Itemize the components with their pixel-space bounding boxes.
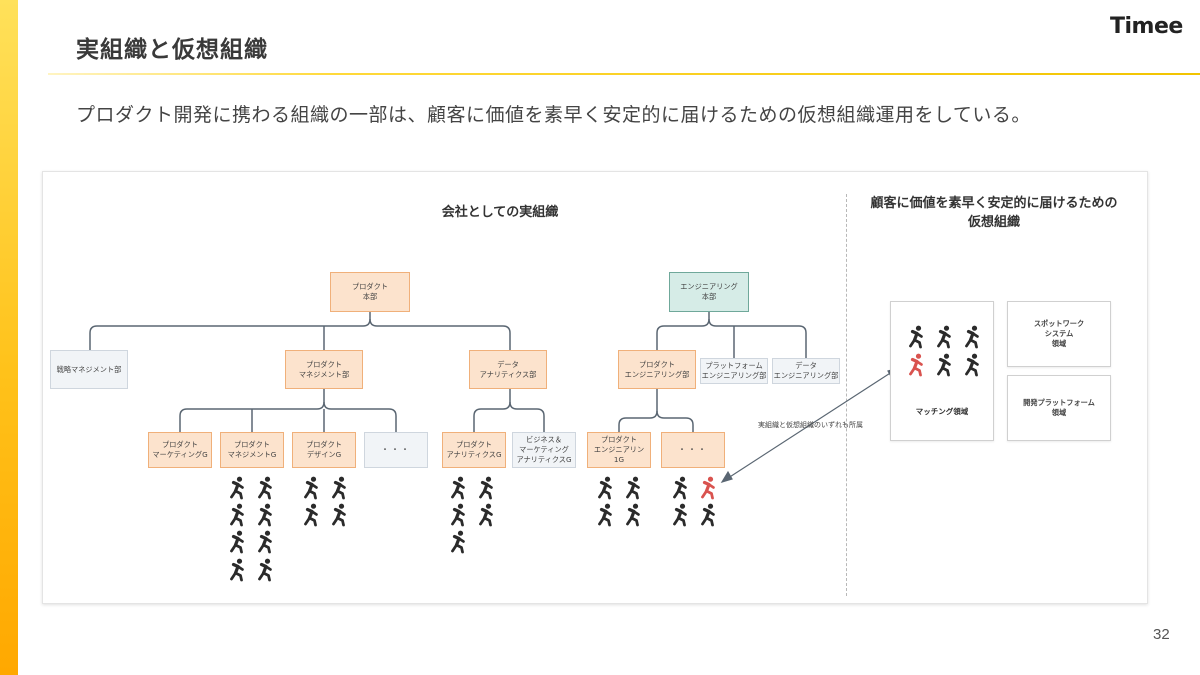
node-label: ・・・ — [678, 445, 708, 454]
person-icon — [227, 476, 247, 500]
node-ellipsis-1: ・・・ — [364, 432, 428, 468]
node-product-eng-1g: プロダクト エンジニアリン 1G — [587, 432, 651, 468]
node-label: アナリティクスG — [516, 455, 572, 464]
node-label: マネジメントG — [227, 450, 277, 459]
node-biz-marketing-analytics-g: ビジネス＆ マーケティング アナリティクスG — [512, 432, 576, 468]
node-label: ・・・ — [381, 445, 411, 454]
node-label: マーケティングG — [152, 450, 208, 459]
person-icon — [255, 558, 275, 582]
person-icon — [329, 476, 349, 500]
person-icon — [962, 325, 982, 349]
node-label: アナリティクス部 — [479, 369, 537, 379]
node-product-mgmt: プロダクト マネジメント部 — [285, 350, 363, 389]
node-platform-eng: プラットフォーム エンジニアリング部 — [700, 358, 768, 384]
person-icon — [329, 503, 349, 527]
matching-area-label: マッチング領域 — [915, 407, 969, 416]
slide-title: 実組織と仮想組織 — [76, 37, 268, 63]
node-strategy-mgmt: 戦略マネジメント部 — [50, 350, 128, 389]
node-label: エンジニアリング部 — [773, 371, 839, 380]
node-label: デザインG — [306, 450, 342, 459]
side-accent-bar — [0, 0, 18, 675]
person-icon — [670, 476, 690, 500]
node-label: スポットワーク — [1033, 319, 1085, 328]
node-product-eng: プロダクト エンジニアリング部 — [618, 350, 696, 389]
person-icon — [595, 503, 615, 527]
virtual-org-heading: 顧客に価値を素早く安定的に届けるための 仮想組織 — [852, 194, 1136, 232]
node-label: エンジニアリング — [680, 282, 738, 291]
person-icon — [623, 503, 643, 527]
node-label: データ — [497, 359, 519, 369]
person-icon — [448, 476, 468, 500]
title-underline — [48, 73, 1200, 75]
person-icon — [227, 530, 247, 554]
node-label: 1G — [613, 455, 625, 464]
person-icon — [476, 476, 496, 500]
person-icon — [934, 325, 954, 349]
node-data-analytics: データ アナリティクス部 — [469, 350, 547, 389]
node-label: 本部 — [701, 292, 717, 301]
node-label: プロダクト — [639, 359, 675, 369]
real-org-heading: 会社としての実組織 — [441, 205, 559, 220]
person-icon — [962, 353, 982, 377]
person-icon — [906, 353, 926, 377]
lead-text: プロダクト開発に携わる組織の一部は、顧客に価値を素早く安定的に届けるための仮想組… — [76, 104, 1031, 126]
node-label: データ — [795, 361, 817, 370]
person-icon — [698, 476, 718, 500]
node-label: システム — [1044, 329, 1074, 338]
person-icon — [476, 503, 496, 527]
node-label: 戦略マネジメント部 — [56, 364, 122, 374]
person-icon — [448, 530, 468, 554]
virtual-org-heading-line2: 仮想組織 — [967, 215, 1020, 230]
person-icon — [255, 503, 275, 527]
membership-arrow-label: 実組織と仮想組織のいずれも所属 — [758, 421, 863, 429]
brand-logo: Timee — [1110, 14, 1183, 39]
person-icon — [255, 530, 275, 554]
person-icon — [670, 503, 690, 527]
node-data-eng: データ エンジニアリング部 — [772, 358, 840, 384]
section-divider — [846, 194, 847, 596]
node-label: エンジニアリング部 — [624, 369, 690, 379]
node-label: アナリティクスG — [446, 450, 502, 459]
virtual-spot-work-area: スポットワーク システム 領域 — [1007, 301, 1111, 367]
node-label: エンジニアリン — [593, 445, 645, 454]
virtual-dev-platform-area: 開発プラットフォーム 領域 — [1007, 375, 1111, 441]
node-product-marketing-g: プロダクト マーケティングG — [148, 432, 212, 468]
node-engineering-hq: エンジニアリング 本部 — [669, 272, 749, 312]
person-icon — [301, 476, 321, 500]
node-product-design-g: プロダクト デザインG — [292, 432, 356, 468]
node-label: 本部 — [362, 292, 378, 301]
person-icon — [698, 503, 718, 527]
person-icon — [934, 353, 954, 377]
node-ellipsis-2: ・・・ — [661, 432, 725, 468]
node-label: 開発プラットフォーム — [1023, 398, 1095, 407]
person-icon — [595, 476, 615, 500]
node-label: マーケティング — [519, 445, 569, 454]
person-icon — [623, 476, 643, 500]
node-label: エンジニアリング部 — [701, 371, 767, 380]
person-icon — [227, 503, 247, 527]
node-label: マネジメント部 — [298, 369, 350, 379]
node-label: プロダクト — [306, 440, 342, 449]
page-number: 32 — [1153, 626, 1170, 643]
node-product-mgmt-g: プロダクト マネジメントG — [220, 432, 284, 468]
node-label: ビジネス＆ — [526, 435, 562, 444]
person-icon — [906, 325, 926, 349]
node-label: プロダクト — [162, 440, 198, 449]
node-product-hq: プロダクト 本部 — [330, 272, 410, 312]
node-label: 領域 — [1051, 408, 1067, 417]
node-label: プロダクト — [306, 359, 342, 369]
node-label: プロダクト — [352, 282, 388, 291]
node-label: プラットフォーム — [705, 361, 763, 370]
person-icon — [227, 558, 247, 582]
node-label: プロダクト — [456, 440, 492, 449]
node-product-analytics-g: プロダクト アナリティクスG — [442, 432, 506, 468]
person-icon — [448, 503, 468, 527]
node-label: 領域 — [1051, 339, 1067, 348]
person-icon — [255, 476, 275, 500]
node-label: プロダクト — [601, 435, 637, 444]
person-icon — [301, 503, 321, 527]
node-label: プロダクト — [234, 440, 270, 449]
virtual-org-heading-line1: 顧客に価値を素早く安定的に届けるための — [870, 196, 1118, 211]
